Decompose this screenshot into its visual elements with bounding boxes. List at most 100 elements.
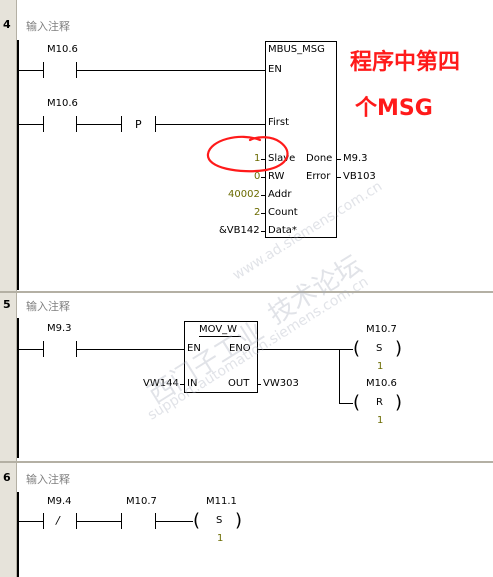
contact-address: M9.3 — [47, 323, 72, 334]
coil-right-paren: ) — [395, 392, 403, 413]
in-value[interactable]: VW144 — [143, 378, 179, 389]
coil-count[interactable]: 1 — [377, 415, 384, 426]
wire — [77, 521, 121, 522]
contact-address: M10.7 — [126, 496, 157, 507]
rw-value[interactable]: 0 — [254, 171, 261, 182]
count-value[interactable]: 2 — [254, 207, 261, 218]
contact-right-bar[interactable] — [76, 513, 77, 529]
wire — [19, 521, 43, 522]
error-value[interactable]: VB103 — [343, 171, 376, 182]
contact-left-bar[interactable] — [43, 341, 44, 357]
block-pin-data: Data* — [268, 225, 297, 236]
pin-stub — [261, 195, 265, 196]
block-title: MBUS_MSG — [268, 44, 325, 55]
done-value[interactable]: M9.3 — [343, 153, 368, 164]
coil-left-paren: ( — [353, 392, 361, 413]
pin-stub — [261, 177, 265, 178]
contact-right-bar[interactable] — [76, 341, 77, 357]
contact-negation: / — [56, 514, 60, 527]
contact-left-bar[interactable] — [43, 513, 44, 529]
out-value[interactable]: VW303 — [263, 378, 299, 389]
block-title: MOV_W — [199, 324, 238, 335]
block-title-underline — [199, 336, 241, 337]
coil-address: M10.7 — [366, 324, 397, 335]
contact-left-bar[interactable] — [43, 62, 44, 78]
wire — [257, 349, 353, 350]
contact-left-bar[interactable] — [121, 513, 122, 529]
annotation-line-2: 个MSG — [355, 96, 433, 121]
block-pin-done: Done — [306, 153, 333, 164]
contact-right-bar[interactable] — [76, 62, 77, 78]
network-4-gutter — [0, 0, 17, 291]
wire — [156, 124, 265, 125]
annotation-line-1: 程序中第四 — [350, 50, 461, 75]
network-separator — [0, 461, 493, 463]
wire — [77, 70, 265, 71]
contact-address: M10.6 — [47, 44, 78, 55]
wire — [339, 349, 340, 403]
red-circle-annotation — [206, 135, 289, 173]
contact-right-bar[interactable] — [155, 513, 156, 529]
pin-stub — [336, 159, 341, 160]
pin-stub — [336, 177, 341, 178]
block-pin-count: Count — [268, 207, 298, 218]
wire — [19, 70, 43, 71]
network-4-number: 4 — [3, 18, 11, 31]
pulse-left-bar[interactable] — [121, 116, 122, 132]
coil-left-paren: ( — [193, 510, 201, 531]
network-4-comment[interactable]: 输入注释 — [26, 20, 70, 33]
addr-value[interactable]: 40002 — [228, 189, 260, 200]
set-coil[interactable]: ( S ) — [193, 512, 245, 530]
network-separator — [0, 291, 493, 293]
block-pin-en: EN — [187, 343, 201, 354]
wire — [19, 349, 43, 350]
pulse-label: P — [135, 118, 142, 131]
contact-right-bar[interactable] — [76, 116, 77, 132]
coil-type: S — [376, 343, 383, 354]
wire — [19, 124, 43, 125]
power-rail — [17, 318, 19, 458]
pin-stub — [261, 213, 265, 214]
power-rail — [17, 492, 19, 577]
network-6-comment[interactable]: 输入注释 — [26, 473, 70, 486]
network-5-comment[interactable]: 输入注释 — [26, 300, 70, 313]
block-pin-first: First — [268, 117, 290, 128]
coil-right-paren: ) — [235, 510, 243, 531]
mov-w-block[interactable] — [184, 321, 258, 393]
coil-left-paren: ( — [353, 338, 361, 359]
pin-stub — [180, 384, 184, 385]
network-5-number: 5 — [3, 298, 11, 311]
pulse-right-bar[interactable] — [155, 116, 156, 132]
wire — [156, 521, 193, 522]
coil-right-paren: ) — [395, 338, 403, 359]
network-6-gutter — [0, 463, 17, 577]
block-pin-rw: RW — [268, 171, 285, 182]
block-pin-addr: Addr — [268, 189, 292, 200]
coil-address: M11.1 — [206, 496, 237, 507]
mbus-msg-block[interactable] — [265, 41, 337, 238]
coil-type: S — [216, 515, 223, 526]
wire — [339, 403, 353, 404]
block-pin-out: OUT — [228, 378, 250, 389]
contact-address: M10.6 — [47, 98, 78, 109]
pin-stub — [261, 231, 265, 232]
contact-left-bar[interactable] — [43, 116, 44, 132]
block-pin-en: EN — [268, 64, 282, 75]
coil-type: R — [376, 397, 383, 408]
coil-count[interactable]: 1 — [377, 361, 384, 372]
power-rail — [17, 40, 19, 290]
data-value[interactable]: &VB142 — [219, 225, 260, 236]
network-5-gutter — [0, 293, 17, 461]
pin-stub — [257, 384, 261, 385]
network-6-number: 6 — [3, 471, 11, 484]
block-pin-slave: Slave — [268, 153, 296, 164]
pin-stub — [261, 159, 265, 160]
slave-value[interactable]: 1 — [254, 153, 261, 164]
set-coil[interactable]: ( S ) — [353, 340, 405, 358]
contact-address: M9.4 — [47, 496, 72, 507]
wire — [77, 349, 184, 350]
coil-count[interactable]: 1 — [217, 533, 224, 544]
coil-address: M10.6 — [366, 378, 397, 389]
reset-coil[interactable]: ( R ) — [353, 394, 405, 412]
block-pin-in: IN — [187, 378, 198, 389]
